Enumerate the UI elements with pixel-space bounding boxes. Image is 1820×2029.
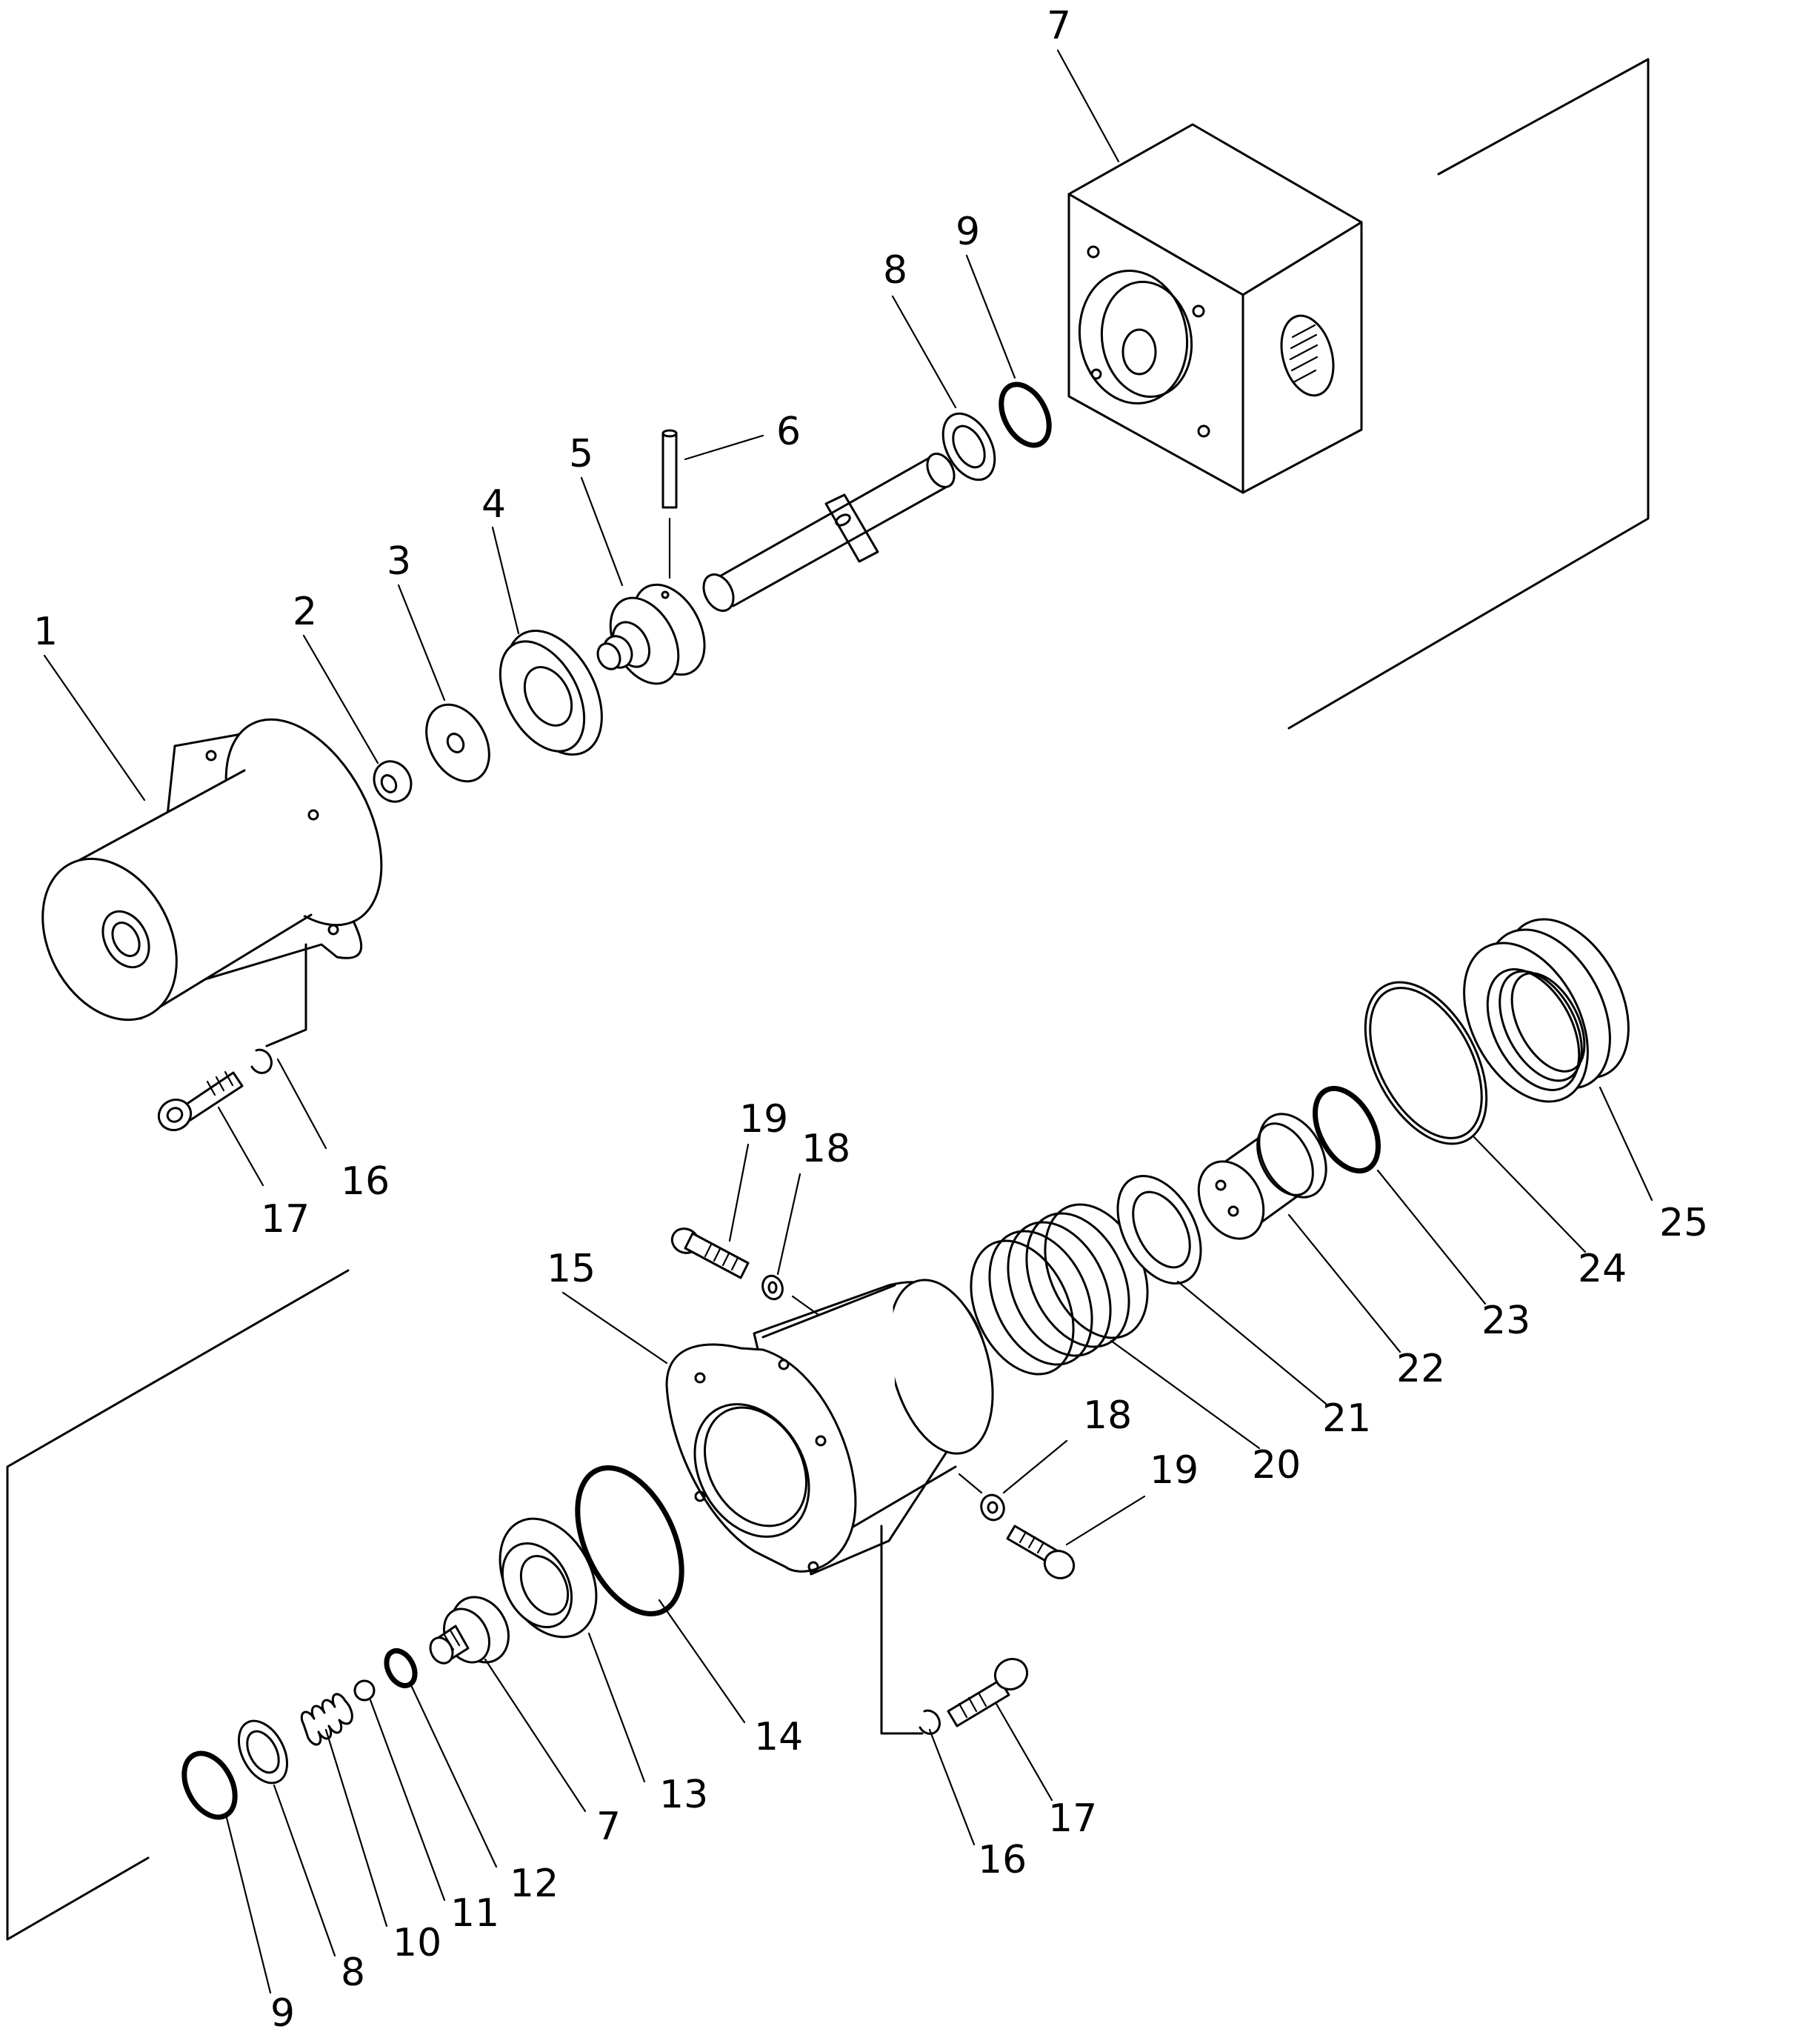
callout-l21: 21 xyxy=(1322,1396,1371,1441)
callout-l6: 6 xyxy=(776,410,801,454)
part-22-piston xyxy=(1197,1113,1327,1240)
part-17-bolt-upper xyxy=(157,1070,244,1131)
part-14-oring xyxy=(575,1465,684,1616)
callout-l15: 15 xyxy=(547,1247,596,1291)
callout-l19b: 19 xyxy=(1150,1448,1199,1493)
valve-spool xyxy=(702,453,956,612)
callout-l5: 5 xyxy=(569,432,593,476)
part-21-washer xyxy=(1116,1175,1202,1285)
part-4-cup xyxy=(499,629,603,756)
callout-l17a: 17 xyxy=(261,1197,310,1242)
callout-l4: 4 xyxy=(481,482,506,527)
callout-l17b: 17 xyxy=(1048,1796,1097,1841)
callout-l20: 20 xyxy=(1252,1443,1301,1487)
lower-bracket-frame xyxy=(6,1269,350,1941)
part-1-housing xyxy=(41,718,383,1047)
callout-l8b: 8 xyxy=(341,1950,365,1995)
part-3-washer xyxy=(425,703,490,783)
part-2-nut xyxy=(373,760,413,803)
part-16-lockwasher-lower xyxy=(919,1709,941,1735)
callout-l23: 23 xyxy=(1481,1299,1530,1343)
part-7-valve-block xyxy=(1067,123,1363,494)
callout-l22: 22 xyxy=(1396,1347,1445,1391)
callout-l24: 24 xyxy=(1578,1247,1627,1291)
part-8-washer-lower xyxy=(237,1719,289,1785)
part-5-valve xyxy=(596,583,706,685)
callout-l9a: 9 xyxy=(956,210,980,254)
callout-l9b: 9 xyxy=(270,1991,295,2029)
part-24-ring xyxy=(1364,981,1488,1145)
part-18-washer-top xyxy=(761,1274,784,1301)
part-19-bolt-bottom xyxy=(1006,1525,1076,1579)
part-15-housing xyxy=(665,1279,994,1735)
callout-l8a: 8 xyxy=(883,248,907,293)
callout-l25: 25 xyxy=(1659,1201,1708,1245)
part-18-washer-bottom xyxy=(980,1493,1005,1522)
part-25-cap xyxy=(1463,918,1630,1103)
callout-l16b: 16 xyxy=(978,1838,1027,1882)
callout-l2: 2 xyxy=(293,590,317,634)
callout-l3: 3 xyxy=(387,539,411,584)
callout-l14: 14 xyxy=(754,1715,803,1759)
callout-l19a: 19 xyxy=(739,1097,788,1142)
callout-l11: 11 xyxy=(450,1891,499,1936)
part-8-washer-upper xyxy=(941,412,996,482)
part-16-lockwasher-upper xyxy=(250,1048,273,1074)
part-23-oring xyxy=(1313,1085,1381,1174)
part-9-oring-upper xyxy=(999,382,1052,448)
part-19-bolt-top xyxy=(670,1227,750,1279)
part-7-plug-lower xyxy=(429,1596,510,1665)
part-13-seat xyxy=(499,1517,598,1639)
upper-bracket-frame xyxy=(1287,58,1650,730)
callout-l10: 10 xyxy=(393,1921,441,1965)
callout-l18b: 18 xyxy=(1083,1393,1132,1438)
part-10-spring xyxy=(300,1693,353,1746)
callout-l12: 12 xyxy=(510,1862,559,1906)
callout-l16a: 16 xyxy=(341,1159,390,1204)
callout-l7a: 7 xyxy=(1047,4,1071,48)
part-12-oring xyxy=(384,1648,418,1688)
callout-l18a: 18 xyxy=(801,1127,850,1171)
leader-lines xyxy=(43,49,1653,1994)
callout-l1: 1 xyxy=(33,610,58,654)
part-9-oring-lower xyxy=(181,1750,238,1820)
part-17-bolt-lower xyxy=(947,1658,1029,1728)
part-6-pin xyxy=(661,429,764,579)
callout-l7b: 7 xyxy=(596,1805,621,1849)
part-11-ball xyxy=(353,1679,376,1702)
callout-l13: 13 xyxy=(659,1773,708,1817)
